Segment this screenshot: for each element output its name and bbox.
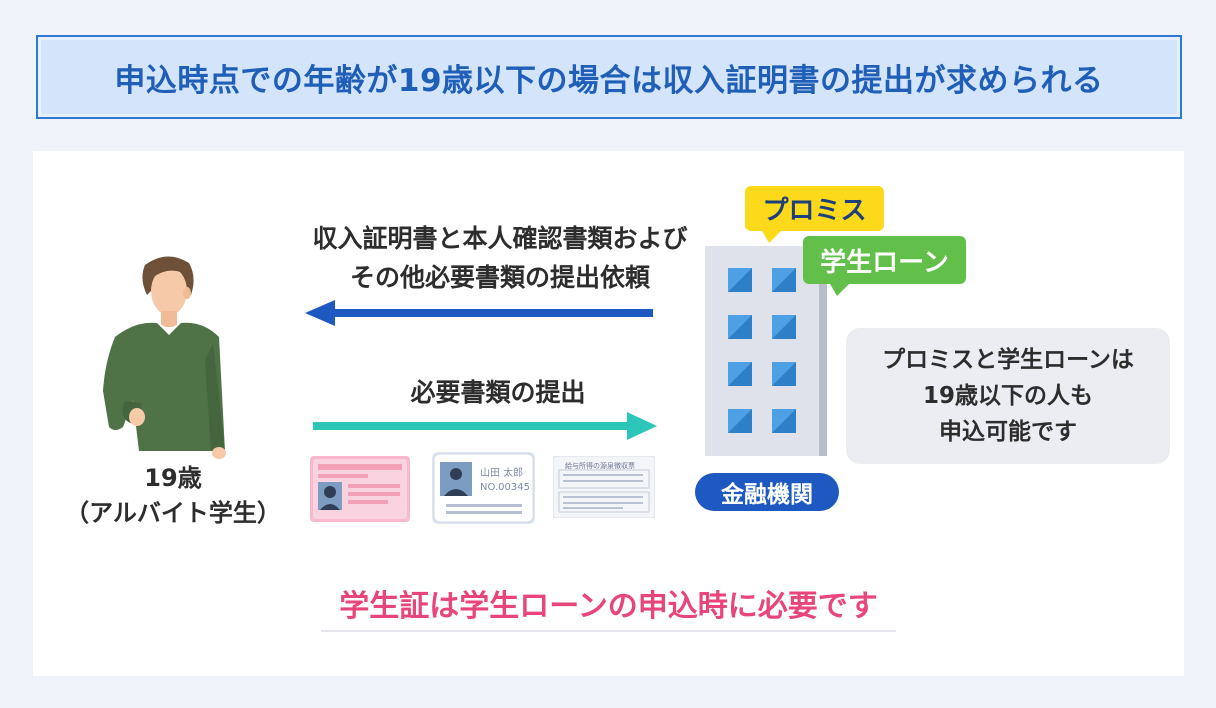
pink-id-card [310,456,410,522]
student-loan-bubble-tail [829,282,851,296]
person-label: 19歳 （アルバイト学生） [43,461,303,531]
student-person-illustration [103,256,226,459]
student-loan-bubble-label: 学生ローン [820,247,949,278]
license-number: NO.00345 [480,482,530,493]
student-id-note: 学生証は学生ローンの申込時に必要です [339,589,878,624]
note-line1: プロミスと学生ローンは [882,347,1134,373]
page-title: 申込時点での年齢が19歳以下の場合は収入証明書の提出が求められる [114,62,1104,99]
divider [321,630,896,632]
request-arrow [305,300,653,326]
withholding-slip: 給与所得の源泉徴収票 [553,456,655,518]
promise-bubble-label: プロミス [762,196,867,226]
application-note-box: プロミスと学生ローンは 19歳以下の人も 申込可能です [846,328,1170,464]
person-role: （アルバイト学生） [65,499,281,527]
student-loan-bubble: 学生ローン [803,236,966,284]
license-card-icon [432,452,535,524]
promise-bubble-tail [761,229,783,243]
note-line2: 19歳以下の人も [922,383,1093,409]
request-label-line2: その他必要書類の提出依頼 [349,263,650,292]
request-label: 収入証明書と本人確認書類および その他必要書類の提出依頼 [255,219,745,297]
promise-bubble: プロミス [745,186,884,231]
financial-institution-badge: 金融機関 [695,473,839,511]
slip-title: 給与所得の源泉徴収票 [565,462,635,470]
note-line3: 申込可能です [938,419,1077,445]
building-icon [705,246,827,456]
financial-institution-label: 金融機関 [721,482,813,508]
title-banner: 申込時点での年齢が19歳以下の場合は収入証明書の提出が求められる [36,35,1182,119]
license-card: 山田 太郎 NO.00345 [432,452,535,524]
diagram-panel: 収入証明書と本人確認書類および その他必要書類の提出依頼 必要書類の提出 [33,151,1184,676]
license-name: 山田 太郎 [480,468,524,479]
submit-arrow [313,412,657,440]
id-card-icon [310,456,410,522]
submit-label: 必要書類の提出 [410,378,586,407]
withholding-slip-icon [553,456,655,518]
request-label-line1: 収入証明書と本人確認書類および [312,224,688,253]
person-age: 19歳 [144,464,202,492]
